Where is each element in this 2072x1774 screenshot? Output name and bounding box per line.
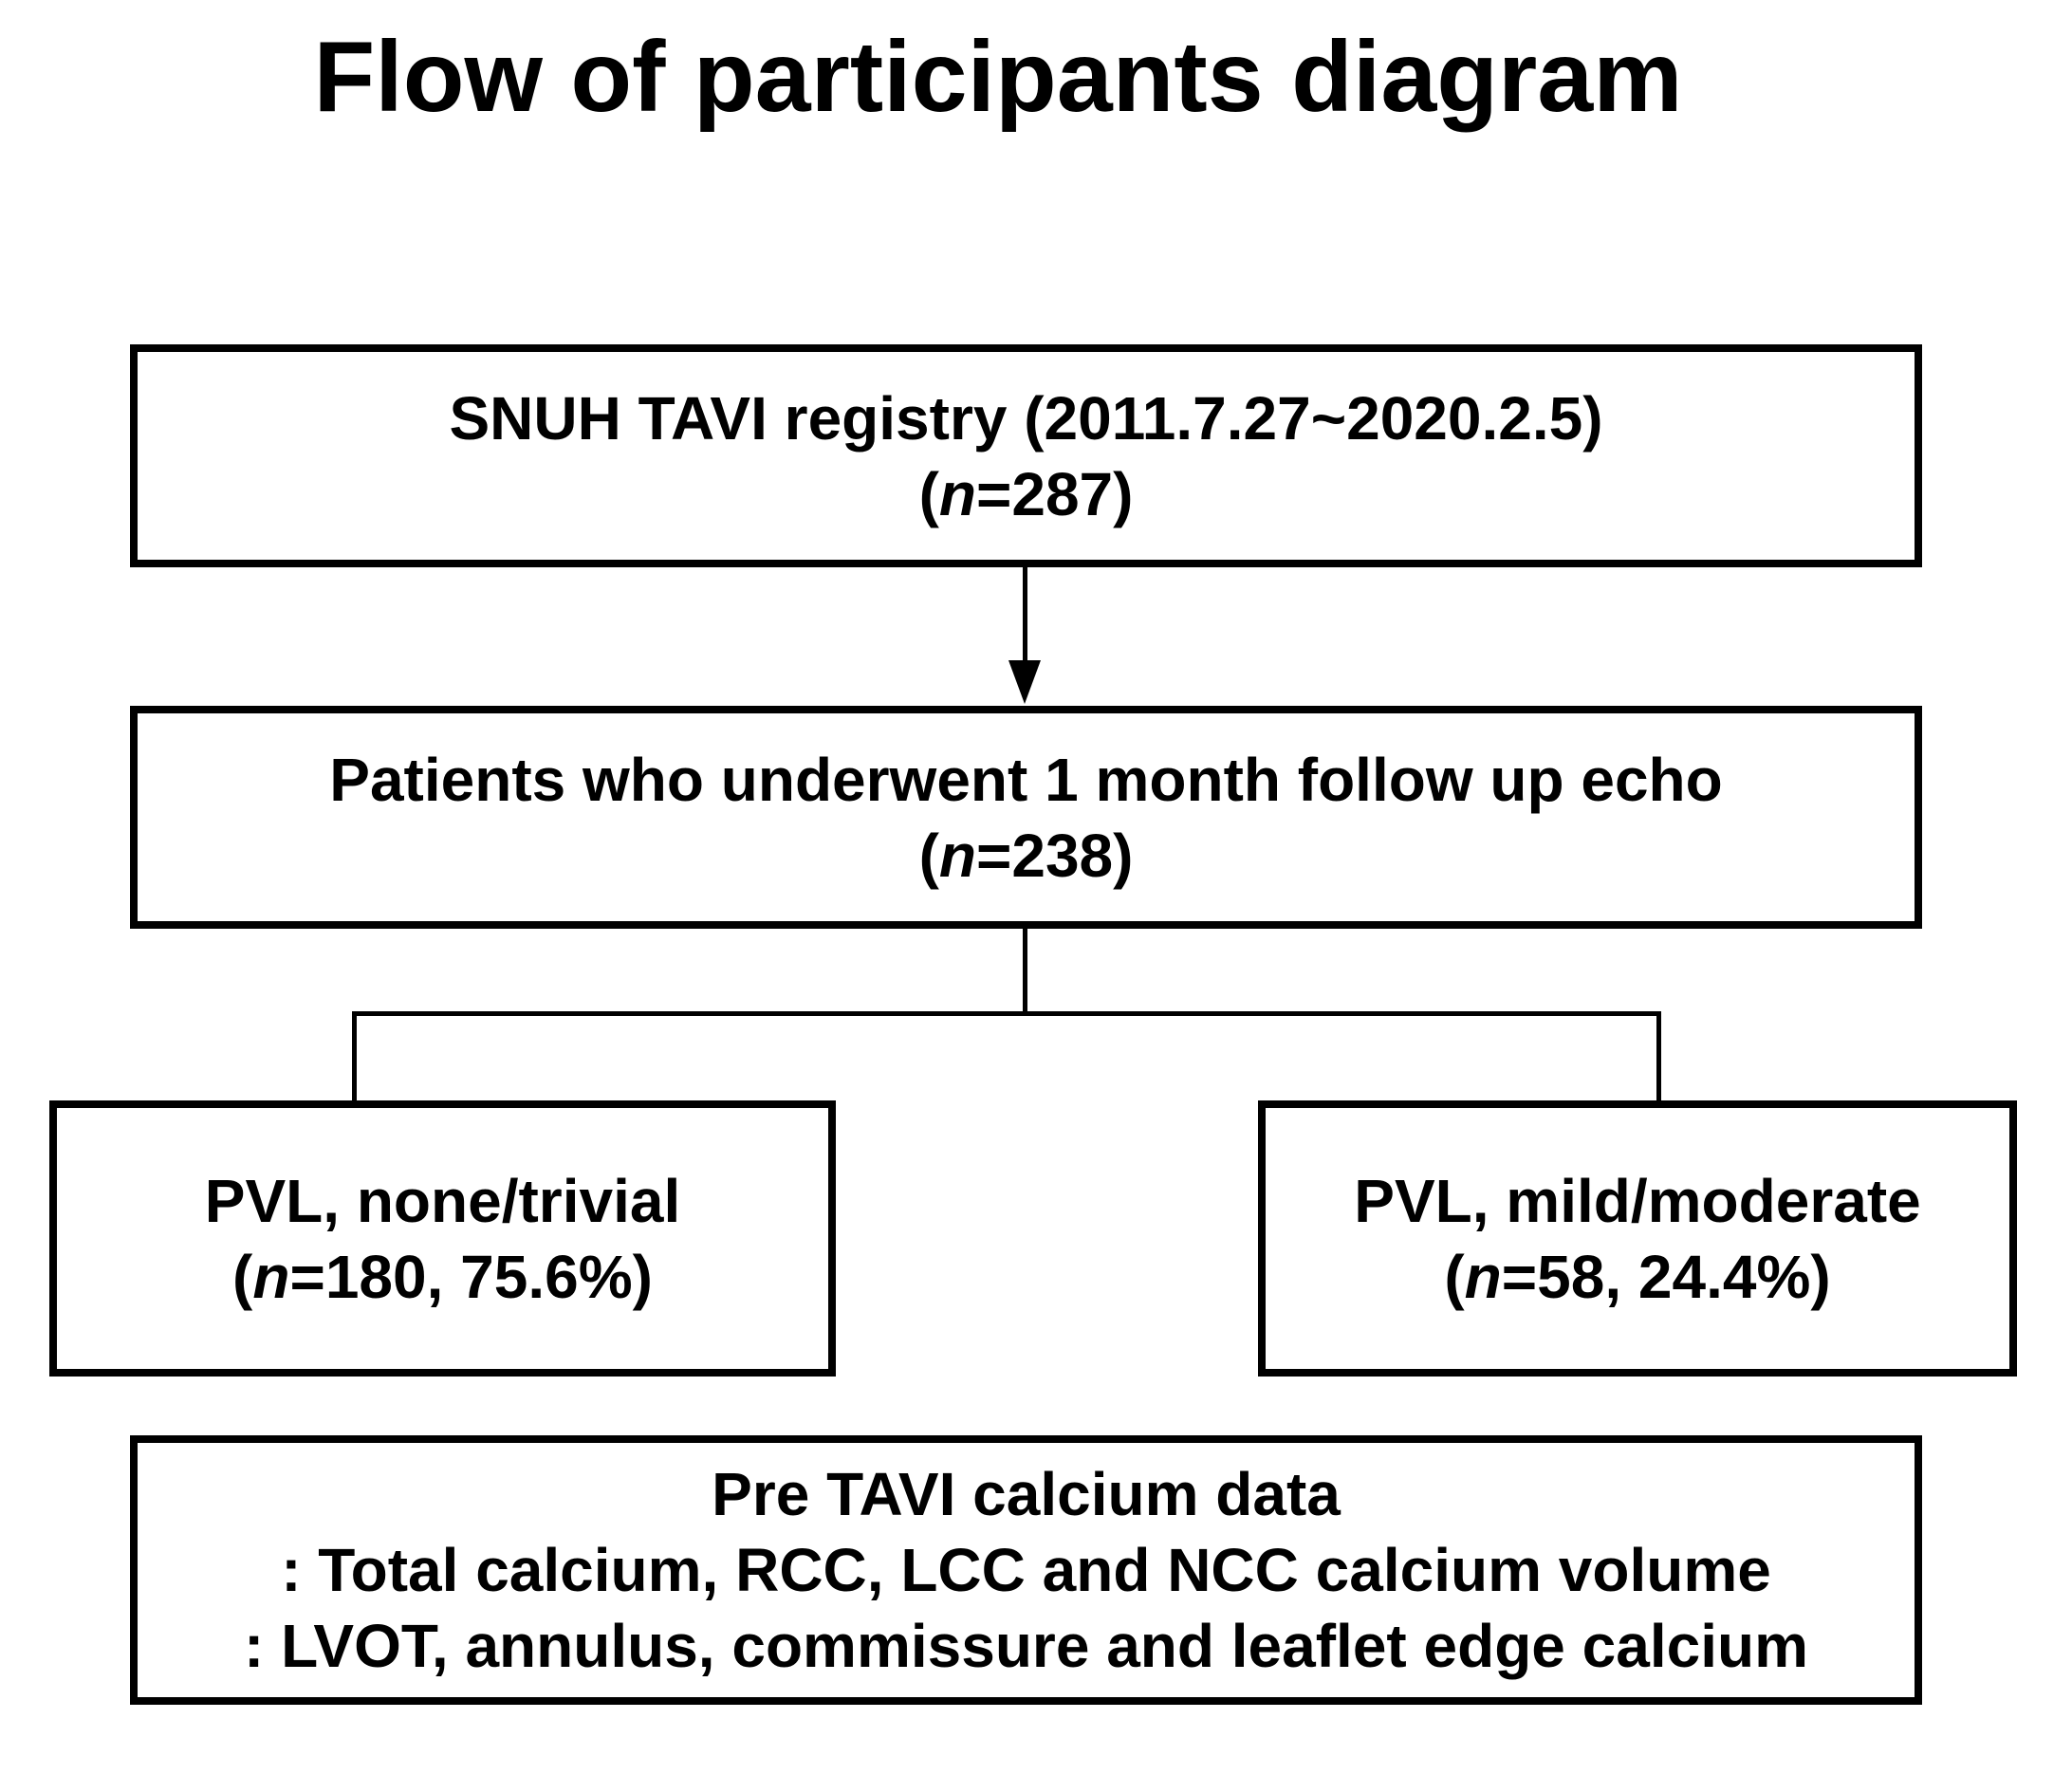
- follow-up-echo-box: Patients who underwent 1 month follow up…: [130, 706, 1922, 929]
- pre-tavi-calcium-data-box: Pre TAVI calcium data : Total calcium, R…: [130, 1435, 1922, 1705]
- echo-count-open-paren: (: [918, 821, 939, 890]
- pvl-mild-moderate-box-count: (n=58, 24.4%): [1444, 1239, 1830, 1315]
- follow-up-echo-box-label: Patients who underwent 1 month follow up…: [329, 745, 1723, 814]
- echo-count-n-symbol: n: [938, 821, 976, 890]
- branch-right-vertical-line: [1656, 1011, 1661, 1104]
- pvl-none-count-open-paren: (: [232, 1242, 253, 1311]
- registry-count-n-symbol: n: [938, 459, 976, 528]
- pvl-mild-moderate-box-label: PVL, mild/moderate: [1354, 1166, 1921, 1235]
- registry-to-echo-arrow-shaft: [1023, 566, 1027, 671]
- down-arrow-icon: [1008, 660, 1041, 704]
- calcium-box-item-volume: : Total calcium, RCC, LCC and NCC calciu…: [281, 1536, 1771, 1604]
- pvl-mild-count-open-paren: (: [1444, 1242, 1465, 1311]
- branch-horizontal-line: [352, 1011, 1661, 1016]
- registry-count-value: =287): [975, 459, 1134, 528]
- branch-left-vertical-line: [352, 1011, 357, 1104]
- calcium-box-title: Pre TAVI calcium data: [712, 1460, 1341, 1528]
- calcium-box-item-locations: : LVOT, annulus, commissure and leaflet …: [243, 1612, 1809, 1680]
- pvl-none-trivial-box-label: PVL, none/trivial: [204, 1166, 681, 1235]
- pvl-mild-count-value: =58, 24.4%): [1501, 1242, 1831, 1311]
- pvl-none-trivial-box-count: (n=180, 75.6%): [232, 1239, 653, 1315]
- registry-count-open-paren: (: [918, 459, 939, 528]
- pvl-mild-moderate-box: PVL, mild/moderate (n=58, 24.4%): [1258, 1100, 2017, 1377]
- pvl-none-trivial-box: PVL, none/trivial (n=180, 75.6%): [49, 1100, 836, 1377]
- registry-box: SNUH TAVI registry (2011.7.27~2020.2.5) …: [130, 344, 1922, 567]
- registry-box-count: (n=287): [919, 456, 1134, 532]
- echo-count-value: =238): [975, 821, 1134, 890]
- pvl-mild-count-n-symbol: n: [1464, 1242, 1502, 1311]
- follow-up-echo-box-count: (n=238): [919, 818, 1134, 894]
- registry-box-label: SNUH TAVI registry (2011.7.27~2020.2.5): [449, 383, 1603, 453]
- diagram-title: Flow of participants diagram: [313, 21, 1683, 133]
- echo-branch-stub-line: [1023, 928, 1027, 1015]
- pvl-none-count-n-symbol: n: [252, 1242, 290, 1311]
- pvl-none-count-value: =180, 75.6%): [289, 1242, 653, 1311]
